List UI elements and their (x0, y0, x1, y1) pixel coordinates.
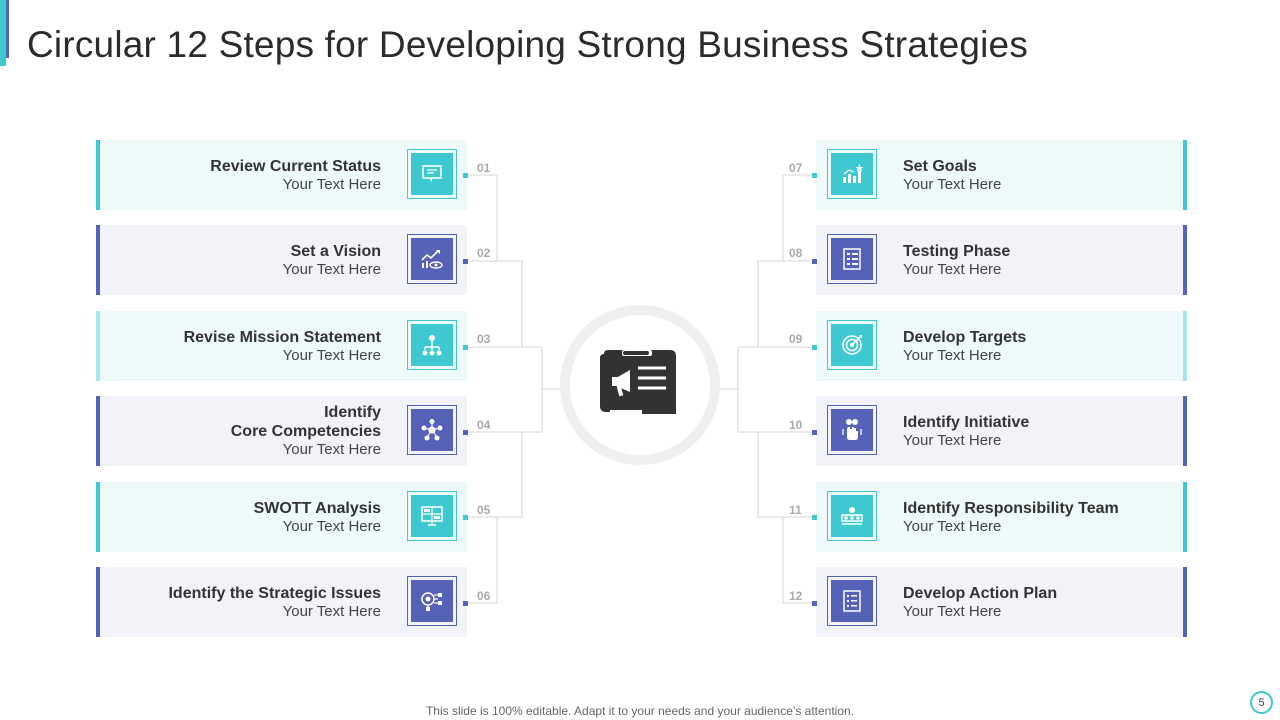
step-card-06: Identify the Strategic Issues Your Text … (96, 567, 467, 637)
step-card-01: Review Current Status Your Text Here (96, 140, 467, 210)
step-number: 07 (789, 161, 803, 175)
step-number: 05 (477, 503, 491, 517)
step-card-08: Testing Phase Your Text Here (816, 225, 1187, 295)
step-subtext: Your Text Here (903, 260, 1002, 278)
competency-network-icon (407, 405, 457, 455)
step-card-11: Identify Responsibility Team Your Text H… (816, 482, 1187, 552)
center-hub (560, 305, 720, 465)
step-number: 04 (477, 418, 491, 432)
chat-screen-icon (407, 149, 457, 199)
step-subtext: Your Text Here (903, 346, 1002, 364)
step-subtext: Your Text Here (903, 517, 1002, 535)
step-number: 01 (477, 161, 491, 175)
step-heading: Review Current Status (210, 157, 381, 175)
step-subtext: Your Text Here (282, 441, 381, 458)
goals-chart-icon (827, 149, 877, 199)
connector-dot (463, 259, 468, 264)
step-number: 08 (789, 246, 803, 260)
step-number: 02 (477, 246, 491, 260)
connector-dot (463, 345, 468, 350)
step-heading: Set Goals (903, 157, 977, 175)
step-heading: Develop Targets (903, 328, 1027, 346)
step-card-02: Set a Vision Your Text Here (96, 225, 467, 295)
org-mission-icon (407, 320, 457, 370)
footer-note: This slide is 100% editable. Adapt it to… (425, 704, 855, 718)
connector-dot (812, 601, 817, 606)
step-card-07: Set Goals Your Text Here (816, 140, 1187, 210)
connector-dot (463, 173, 468, 178)
step-subtext: Your Text Here (903, 431, 1002, 449)
target-issues-icon (407, 576, 457, 626)
step-heading: Develop Action Plan (903, 584, 1058, 602)
step-subtext: Your Text Here (282, 175, 381, 193)
step-subtext: Your Text Here (903, 175, 1002, 193)
step-card-03: Revise Mission Statement Your Text Here (96, 311, 467, 381)
connector-dot (463, 515, 468, 520)
step-number: 03 (477, 332, 491, 346)
step-number: 12 (789, 589, 803, 603)
checklist-icon (827, 234, 877, 284)
step-card-04: Identify Core Competencies Your Text Her… (96, 396, 467, 466)
step-heading: Revise Mission Statement (183, 328, 381, 346)
connector-dot (812, 515, 817, 520)
page-number: 5 (1250, 691, 1273, 714)
slide-title: Circular 12 Steps for Developing Strong … (27, 24, 1029, 65)
action-plan-icon (827, 576, 877, 626)
hand-idea-icon (827, 405, 877, 455)
vision-chart-icon (407, 234, 457, 284)
step-heading: Identify Initiative (903, 413, 1030, 431)
step-number: 10 (789, 418, 803, 432)
connector-dot (812, 345, 817, 350)
team-meeting-icon (827, 491, 877, 541)
step-card-10: Identify Initiative Your Text Here (816, 396, 1187, 466)
step-card-09: Develop Targets Your Text Here (816, 311, 1187, 381)
step-subtext: Your Text Here (282, 260, 381, 278)
step-subtext: Your Text Here (903, 602, 1002, 620)
connector-dot (812, 173, 817, 178)
step-heading: Set a Vision (290, 242, 381, 260)
step-heading: Identify the Strategic Issues (168, 584, 381, 602)
step-subtext: Your Text Here (282, 517, 381, 535)
marketing-blueprint-icon (598, 348, 682, 423)
step-number: 06 (477, 589, 491, 603)
step-number: 11 (789, 503, 802, 517)
swot-board-icon (407, 491, 457, 541)
title-accent-bar-secondary (6, 0, 9, 58)
step-card-05: SWOTT Analysis Your Text Here (96, 482, 467, 552)
title-accent-bar (0, 0, 6, 66)
step-heading: Identify Core Competencies (230, 404, 381, 440)
step-heading: Identify Responsibility Team (903, 499, 1119, 517)
step-subtext: Your Text Here (282, 602, 381, 620)
connector-dot (463, 601, 468, 606)
step-number: 09 (789, 332, 803, 346)
step-subtext: Your Text Here (282, 346, 381, 364)
target-icon (827, 320, 877, 370)
connector-dot (463, 430, 468, 435)
step-card-12: Develop Action Plan Your Text Here (816, 567, 1187, 637)
step-heading: Testing Phase (903, 242, 1011, 260)
step-heading: SWOTT Analysis (253, 499, 381, 517)
connector-dot (812, 430, 817, 435)
connector-dot (812, 259, 817, 264)
